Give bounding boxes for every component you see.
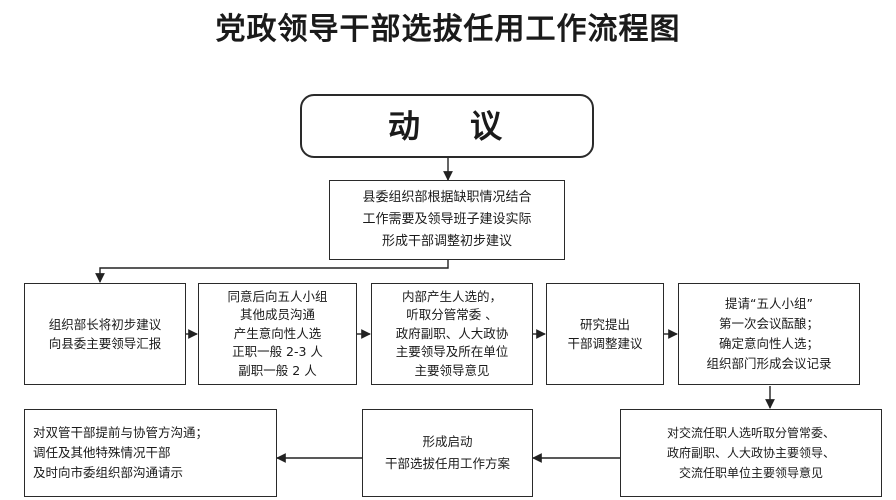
flow-box-plan: 形成启动 干部选拔任用工作方案 [362,409,533,497]
flow-box-exchange: 对交流任职人选听取分管常委、 政府副职、人大政协主要领导、 交流任职单位主要领导… [620,409,882,497]
arrow-proposal-to-report [95,260,449,283]
flow-box-proposal: 县委组织部根据缺职情况结合 工作需要及领导班子建设实际 形成干部调整初步建议 [329,180,565,260]
flow-box-report: 组织部长将初步建议 向县委主要领导汇报 [24,283,186,385]
flow-box-five-group: 提请“五人小组” 第一次会议酝酿； 确定意向性人选； 组织部门形成会议记录 [678,283,860,385]
flow-box-dual: 对双管干部提前与协管方沟通； 调任及其他特殊情况干部 及时向市委组织部沟通请示 [24,409,277,497]
page-title: 党政领导干部选拔任用工作流程图 [215,12,681,47]
flow-box-communicate: 同意后向五人小组 其他成员沟通 产生意向性人选 正职一般 2-3 人 副职一般 … [198,283,357,385]
flow-box-research: 研究提出 干部调整建议 [546,283,664,385]
flow-box-start: 动议 [300,94,594,158]
flow-box-internal: 内部产生人选的， 听取分管常委 、 政府副职、人大政协 主要领导及所在单位 主要… [371,283,533,385]
